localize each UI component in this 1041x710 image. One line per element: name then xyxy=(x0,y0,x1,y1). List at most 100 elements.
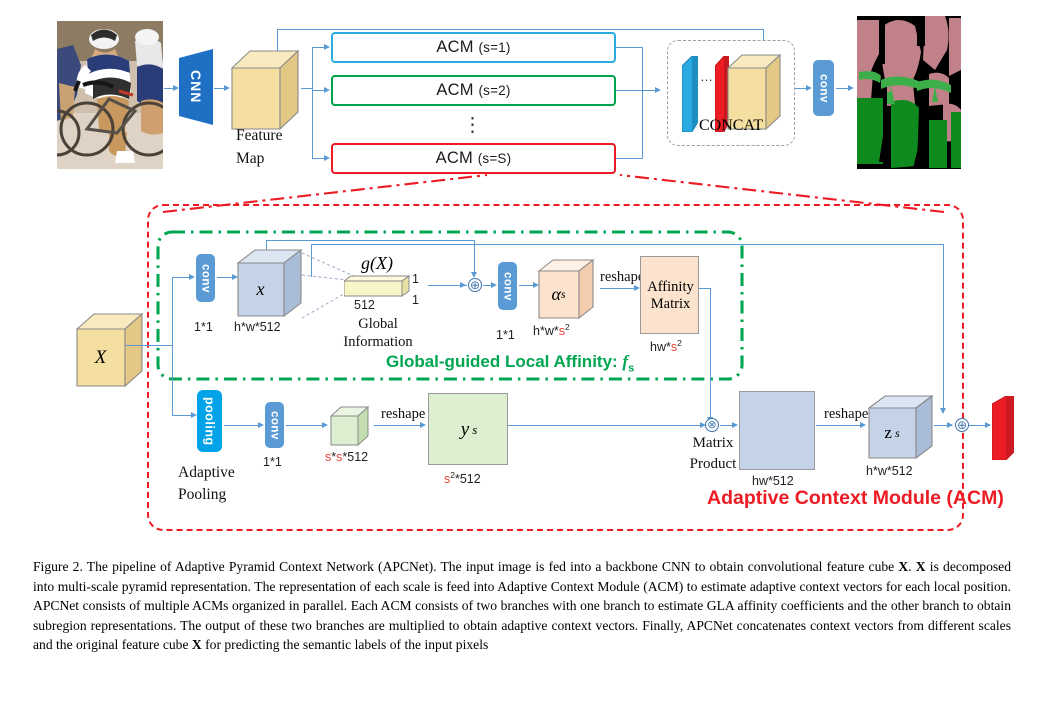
feature-map-cube xyxy=(230,49,301,131)
adaptive-pooling-label-2: Pooling xyxy=(178,486,227,503)
cnn-label-wrap: CNN xyxy=(179,49,213,125)
arrow-line xyxy=(374,425,424,427)
caption-bold-1: X xyxy=(898,559,909,574)
arrow-head xyxy=(460,281,466,288)
residual-v2 xyxy=(943,244,945,412)
conv-block-gla-2: conv xyxy=(498,262,517,310)
concat-cube-yellow xyxy=(726,53,782,131)
acm-branch-label-3: ACM (s=S) xyxy=(435,149,512,167)
arrow-line xyxy=(286,425,326,427)
residual-h xyxy=(311,244,944,246)
arrow-head xyxy=(189,273,195,280)
figure-canvas: CNN Feature Map ACM (s=1) ACM (s=2) ⋮ AC… xyxy=(57,16,1015,531)
arrow-line xyxy=(600,288,638,290)
pooling-label: pooling xyxy=(202,396,217,446)
gx-dim-512: 512 xyxy=(354,298,375,312)
arrow-head xyxy=(634,284,640,291)
arrow-head xyxy=(860,421,866,428)
conv-gla-2-label: conv xyxy=(501,271,514,301)
input-image-svg xyxy=(57,21,163,169)
pool-branch-line xyxy=(172,415,194,417)
matrix-product-label-1: Matrix xyxy=(692,435,734,451)
conv-gla-2-kernel: 1*1 xyxy=(496,328,515,342)
acm-branch-box-2[interactable]: ACM (s=2) xyxy=(331,75,616,106)
vertical-ellipsis: ⋮ xyxy=(462,113,485,136)
feature-map-cube-svg xyxy=(230,49,300,131)
input-cube-X: X xyxy=(75,312,146,388)
affinity-line-2: Matrix xyxy=(650,296,691,312)
x-skip-v2 xyxy=(474,240,476,276)
fanout-branch-2 xyxy=(312,90,328,92)
alpha-cube-svg xyxy=(537,258,595,320)
x-skip-h xyxy=(266,240,475,242)
fanout-bus xyxy=(312,47,314,159)
arrow-line xyxy=(214,88,226,90)
arrow-line xyxy=(720,425,736,427)
arrow-head xyxy=(232,273,238,280)
arrow-head xyxy=(732,421,738,428)
arrow-line xyxy=(969,425,989,427)
arrow-head xyxy=(258,421,264,428)
caption-part-4: for predicting the semantic labels of th… xyxy=(201,637,489,653)
acm-output-slab-svg xyxy=(991,395,1015,461)
fanin-bus xyxy=(642,47,644,159)
x-skip-v1 xyxy=(266,240,268,250)
pooled-cube-dim: s*s*512 xyxy=(325,450,369,464)
pooled-cube xyxy=(329,405,370,447)
cnn-shape xyxy=(179,49,213,125)
global-information-label: Global Information xyxy=(343,316,413,350)
concat-slab-blue-svg xyxy=(681,55,699,133)
acm-module-boundary xyxy=(147,204,964,531)
acm-branch-box-1[interactable]: ACM (s=1) xyxy=(331,32,616,63)
reshape-label-output: reshape xyxy=(824,406,869,422)
acm-branch-label-1: ACM (s=1) xyxy=(436,38,511,56)
figure-caption-text: Figure 2. The pipeline of Adaptive Pyram… xyxy=(33,557,1011,655)
arrow-head xyxy=(173,84,179,91)
x-feature-cube-svg xyxy=(236,248,303,318)
adaptive-pooling-label-1: Adaptive xyxy=(178,464,235,481)
feature-map-label-2: Map xyxy=(236,150,265,167)
x-feature-cube: x xyxy=(236,248,303,318)
residual-v1 xyxy=(311,244,313,277)
gla-boundary xyxy=(156,230,744,381)
fanin-branch-3 xyxy=(616,158,643,160)
concat-label: CONCAT xyxy=(698,117,763,134)
conv-block-final: conv xyxy=(813,60,834,116)
arrow-head xyxy=(533,281,539,288)
fanout-branch-3 xyxy=(312,158,328,160)
arrow-head xyxy=(322,421,328,428)
conv-subregion-kernel: 1*1 xyxy=(263,455,282,469)
feature-map-label-1: Feature xyxy=(236,127,283,144)
arrow-head xyxy=(191,411,197,418)
add-node-gla: ⊕ xyxy=(468,278,482,292)
cnn-label: CNN xyxy=(188,70,204,104)
arrow-line xyxy=(816,425,864,427)
affinity-line-1: Affinity xyxy=(647,279,694,295)
conv-block-subregion: conv xyxy=(265,402,284,448)
arrow-head xyxy=(491,281,497,288)
gla-title-math: f xyxy=(622,352,629,371)
input-image xyxy=(57,21,163,169)
gx-dim-1b: 1 xyxy=(412,293,419,307)
add-node-output: ⊕ xyxy=(955,418,969,432)
caption-part-1: Figure 2. The pipeline of Adaptive Pyram… xyxy=(33,559,899,574)
arrow-line xyxy=(164,88,175,90)
arrow-line xyxy=(934,425,952,427)
arrow-head xyxy=(324,43,330,50)
fanin-branch-2 xyxy=(616,90,658,92)
pooled-cube-svg xyxy=(329,405,370,447)
x-split-bus xyxy=(172,277,174,416)
acm-branch-box-3[interactable]: ACM (s=S) xyxy=(331,143,616,174)
acm-output-slab xyxy=(991,395,1015,461)
pooling-block: pooling xyxy=(197,390,222,452)
y-matrix-dim: s2*512 xyxy=(444,470,481,487)
skip-line-h xyxy=(277,29,764,31)
input-cube-X-svg xyxy=(75,312,144,388)
affinity-matrix-box: Affinity Matrix xyxy=(640,256,699,334)
acm-branch-label-2: ACM (s=2) xyxy=(436,81,511,99)
gx-label: g(X) xyxy=(361,253,393,273)
skip-line-v xyxy=(277,29,279,51)
